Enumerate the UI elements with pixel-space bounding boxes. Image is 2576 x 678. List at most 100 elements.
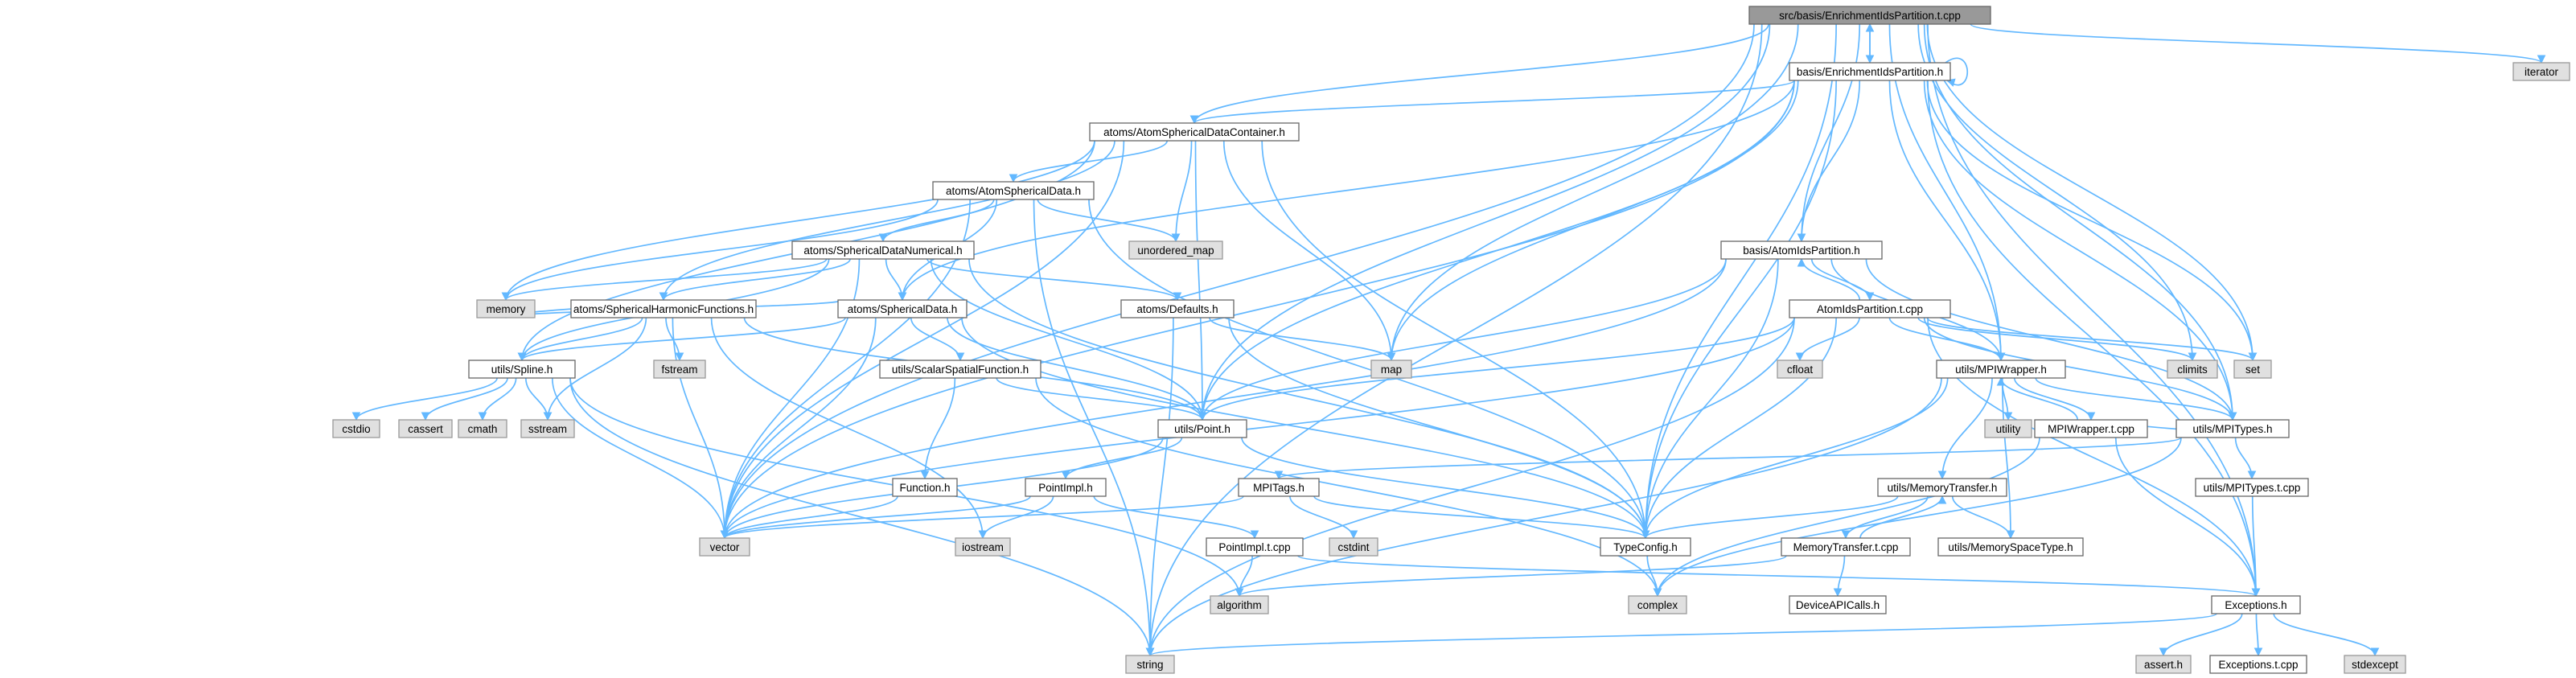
include-edge: [2013, 377, 2096, 421]
system-header-node-cfloat: cfloat: [1777, 360, 1823, 379]
edge-arrowhead: [1937, 470, 1947, 480]
edge-line: [1941, 377, 1993, 479]
node-label: assert.h: [2144, 659, 2183, 671]
include-edge: [720, 495, 1244, 540]
edge-line: [1810, 258, 1871, 301]
file-node-memorytransfer-t-cpp[interactable]: MemoryTransfer.t.cpp: [1781, 537, 1911, 557]
file-node-atomidspartition-t-cpp[interactable]: AtomIdsPartition.t.cpp: [1789, 299, 1951, 318]
file-node-atoms-defaults-h[interactable]: atoms/Defaults.h: [1120, 299, 1235, 318]
edge-line: [1239, 555, 1787, 597]
edge-line: [724, 140, 1125, 539]
edge-line: [1888, 317, 2002, 361]
edge-arrowhead: [1795, 352, 1805, 362]
node-box: [892, 478, 958, 497]
node-label: utils/Point.h: [1174, 423, 1230, 435]
include-edge: [2234, 437, 2257, 480]
system-header-node-cassert: cassert: [398, 419, 453, 438]
edge-line: [505, 258, 828, 301]
system-header-node-set: set: [2233, 360, 2272, 379]
file-node-mpiwrapper-t-cpp[interactable]: MPIWrapper.t.cpp: [2034, 419, 2148, 438]
edge-line: [1645, 377, 1949, 539]
node-label: utils/ScalarSpatialFunction.h: [892, 364, 1029, 376]
edge-line: [1945, 57, 1969, 86]
system-header-node-utility: utility: [1984, 419, 2032, 438]
edge-arrowhead: [1274, 470, 1284, 480]
include-edge: [2035, 377, 2237, 421]
edge-line: [1297, 555, 2257, 597]
edge-line: [1202, 258, 1727, 421]
node-label: unordered_map: [1137, 244, 1214, 257]
include-edge: [1289, 495, 1358, 540]
node-box: [1628, 595, 1687, 614]
edge-line: [1927, 80, 2257, 597]
edge-arrowhead: [1833, 588, 1843, 598]
edge-line: [1194, 23, 1769, 124]
file-node-utils-mpitypes-h[interactable]: utils/MPITypes.h: [2175, 419, 2290, 438]
node-label: complex: [1637, 599, 1678, 611]
node-label: atoms/SphericalData.h: [848, 303, 958, 315]
node-box: [1089, 122, 1300, 142]
file-node-utils-mpitypes-t-cpp[interactable]: utils/MPITypes.t.cpp: [2195, 478, 2309, 497]
node-box: [1748, 6, 1991, 25]
file-node-atoms-sphericaldata-h[interactable]: atoms/SphericalData.h: [837, 299, 968, 318]
file-node-pointimpl-h[interactable]: PointImpl.h: [1025, 478, 1107, 497]
edge-arrowhead: [1171, 233, 1181, 243]
edge-arrowhead: [955, 352, 965, 362]
system-header-node-climits: climits: [2167, 360, 2218, 379]
file-node-deviceapicalls-h[interactable]: DeviceAPICalls.h: [1789, 595, 1887, 614]
node-label: atoms/AtomSphericalData.h: [946, 185, 1081, 197]
include-edge: [672, 317, 729, 540]
node-box: [1781, 537, 1911, 557]
node-box: [570, 299, 757, 318]
file-node-basis-atomidspartition-h[interactable]: basis/AtomIdsPartition.h: [1720, 240, 1883, 260]
node-box: [2135, 655, 2192, 674]
file-node-atoms-atomsphericaldata-h[interactable]: atoms/AtomSphericalData.h: [932, 181, 1095, 200]
file-node-utils-scalarspatialfunction-h[interactable]: utils/ScalarSpatialFunction.h: [879, 360, 1041, 379]
file-node-atoms-sphericalharmonicfunctions-h[interactable]: atoms/SphericalHarmonicFunctions.h: [570, 299, 757, 318]
edge-arrowhead: [2253, 647, 2263, 657]
file-node-typeconfig-h[interactable]: TypeConfig.h: [1600, 537, 1691, 557]
edge-arrowhead: [1841, 530, 1851, 540]
system-header-node-cstdint: cstdint: [1329, 537, 1378, 557]
file-node-atoms-atomsphericaldatacontainer-h[interactable]: atoms/AtomSphericalDataContainer.h: [1089, 122, 1300, 142]
include-edge: [1926, 317, 2258, 362]
file-node-atoms-sphericaldatanumerical-h[interactable]: atoms/SphericalDataNumerical.h: [791, 240, 975, 260]
include-edge: [1189, 80, 1795, 125]
node-label: src/basis/EnrichmentIdsPartition.t.cpp: [1779, 10, 1961, 22]
file-node-pointimpl-t-cpp[interactable]: PointImpl.t.cpp: [1206, 537, 1304, 557]
system-header-node-iostream: iostream: [955, 537, 1011, 557]
node-box: [332, 419, 380, 438]
edge-line: [425, 377, 508, 421]
edge-line: [1289, 495, 1354, 539]
system-header-node-cstdio: cstdio: [332, 419, 380, 438]
file-node-src-basis-enrichmentidspartition-t-cpp[interactable]: src/basis/EnrichmentIdsPartition.t.cpp: [1748, 6, 1991, 25]
node-label: stdexcept: [2352, 659, 2398, 671]
edge-line: [1923, 23, 2233, 421]
edge-line: [1970, 23, 2542, 64]
edge-line: [521, 317, 643, 361]
node-box: [653, 360, 706, 379]
system-header-node-map: map: [1370, 360, 1412, 379]
node-box: [458, 419, 507, 438]
include-edge: [996, 377, 1207, 421]
include-edge: [665, 317, 684, 362]
file-node-mpitags-h[interactable]: MPITags.h: [1238, 478, 1320, 497]
file-node-exceptions-t-cpp[interactable]: Exceptions.t.cpp: [2209, 655, 2307, 674]
edge-line: [1065, 437, 1183, 479]
include-edge: [1917, 23, 2197, 362]
file-node-utils-spline-h[interactable]: utils/Spline.h: [468, 360, 576, 379]
file-node-exceptions-h[interactable]: Exceptions.h: [2211, 595, 2301, 614]
edge-layer: [351, 23, 2546, 657]
file-node-utils-mpiwrapper-h[interactable]: utils/MPIWrapper.h: [1936, 360, 2066, 379]
file-node-function-h[interactable]: Function.h: [892, 478, 958, 497]
edge-line: [1194, 140, 1203, 421]
file-node-utils-memoryspacetype-h[interactable]: utils/MemorySpaceType.h: [1937, 537, 2084, 557]
node-label: iterator: [2525, 66, 2559, 78]
edge-line: [1175, 140, 1193, 242]
node-box: [1025, 478, 1107, 497]
node-box: [1206, 537, 1304, 557]
file-node-utils-point-h[interactable]: utils/Point.h: [1157, 419, 1247, 438]
file-node-utils-memorytransfer-h[interactable]: utils/MemoryTransfer.h: [1877, 478, 2007, 497]
include-edge: [2114, 437, 2261, 598]
file-node-basis-enrichmentidspartition-h[interactable]: basis/EnrichmentIdsPartition.h: [1789, 62, 1951, 81]
